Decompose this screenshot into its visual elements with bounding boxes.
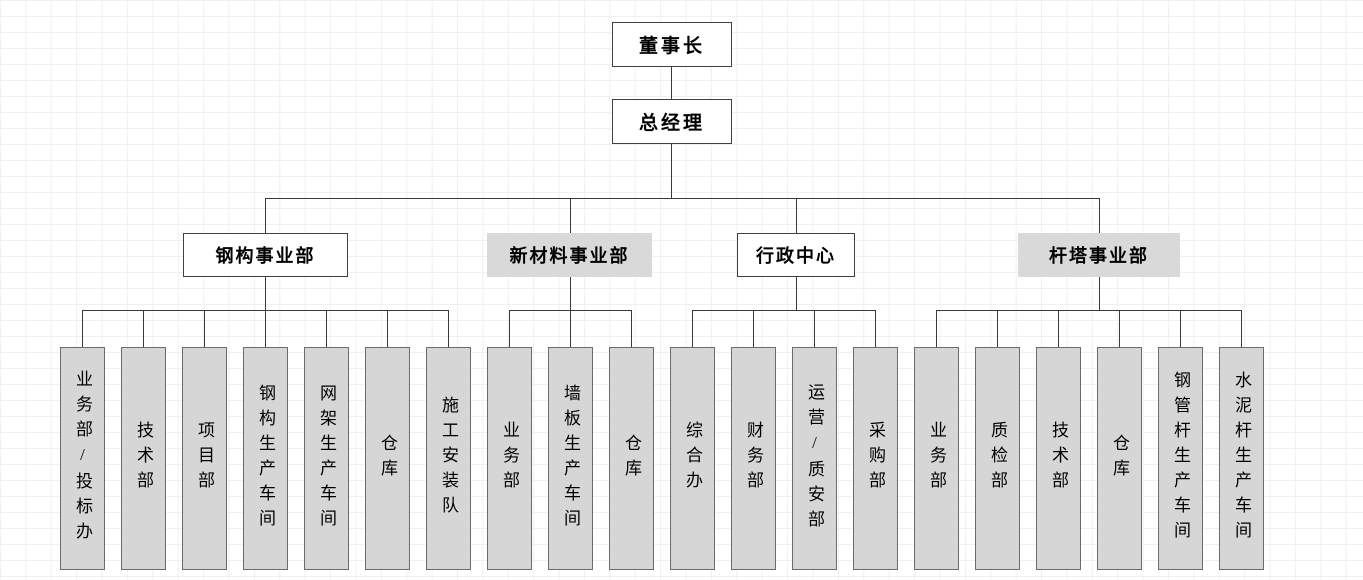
org-leaf-node: 财务部 <box>731 347 776 570</box>
org-leaf-node: 运营/质安部 <box>792 347 837 570</box>
division-label: 行政中心 <box>756 246 836 266</box>
node-chairman-label: 董事长 <box>638 36 705 57</box>
leaf-label: 业务部 <box>500 421 519 496</box>
org-leaf-node: 钢构生产车间 <box>243 347 288 570</box>
node-division-admin-center: 行政中心 <box>737 233 855 277</box>
connector-drop-leaf <box>570 310 571 347</box>
org-leaf-node: 仓库 <box>1097 347 1142 570</box>
org-leaf-node: 质检部 <box>975 347 1020 570</box>
connector-drop-leaf <box>509 310 510 347</box>
connector-drop-division-3 <box>796 198 797 233</box>
leaf-label: 运营/质安部 <box>805 382 824 535</box>
org-leaf-node: 水泥杆生产车间 <box>1219 347 1264 570</box>
connector-drop-leaf <box>1180 310 1181 347</box>
node-general-manager-label: 总经理 <box>638 113 705 134</box>
leaf-label: 质检部 <box>988 421 1007 496</box>
connector-chairman-gm <box>671 67 672 99</box>
division-label: 钢构事业部 <box>215 246 316 266</box>
connector-drop-leaf <box>1241 310 1242 347</box>
leaf-label: 墙板生产车间 <box>561 383 580 534</box>
leaf-label: 业务部/投标办 <box>73 370 92 547</box>
leaf-label: 网架生产车间 <box>317 383 336 534</box>
connector-drop-division-1 <box>265 198 266 233</box>
leaf-label: 综合办 <box>683 421 702 496</box>
division-label: 新材料事业部 <box>509 246 630 266</box>
leaf-label: 钢管杆生产车间 <box>1171 371 1190 546</box>
org-leaf-node: 采购部 <box>853 347 898 570</box>
org-leaf-node: 综合办 <box>670 347 715 570</box>
connector-drop-leaf <box>692 310 693 347</box>
leaf-label: 水泥杆生产车间 <box>1232 371 1251 546</box>
leaf-label: 钢构生产车间 <box>256 383 275 534</box>
connector-drop-leaf <box>204 310 205 347</box>
leaf-label: 采购部 <box>866 421 885 496</box>
node-division-new-materials: 新材料事业部 <box>487 233 652 277</box>
connector-drop-division-2 <box>570 198 571 233</box>
connector-drop-leaf <box>326 310 327 347</box>
leaf-label: 财务部 <box>744 421 763 496</box>
connector-top-bus <box>265 198 1100 199</box>
org-leaf-node: 施工安装队 <box>426 347 471 570</box>
connector-division-4-stem <box>1099 277 1100 310</box>
connector-division-2-stem <box>570 277 571 310</box>
division-label: 杆塔事业部 <box>1049 246 1149 266</box>
org-leaf-node: 仓库 <box>609 347 654 570</box>
connector-drop-leaf <box>814 310 815 347</box>
org-leaf-node: 项目部 <box>182 347 227 570</box>
org-leaf-node: 墙板生产车间 <box>548 347 593 570</box>
connector-group-3-bus <box>692 310 876 311</box>
leaf-label: 仓库 <box>622 433 641 484</box>
connector-gm-bus <box>671 144 672 198</box>
connector-drop-leaf <box>448 310 449 347</box>
leaf-label: 技术部 <box>1049 421 1068 496</box>
leaf-label: 技术部 <box>134 421 153 496</box>
connector-drop-leaf <box>631 310 632 347</box>
connector-group-4-bus <box>936 310 1242 311</box>
node-division-pole-tower: 杆塔事业部 <box>1018 233 1180 277</box>
connector-division-1-stem <box>265 277 266 310</box>
org-leaf-node: 网架生产车间 <box>304 347 349 570</box>
org-leaf-node: 技术部 <box>121 347 166 570</box>
connector-drop-leaf <box>875 310 876 347</box>
connector-drop-leaf <box>143 310 144 347</box>
connector-drop-leaf <box>1119 310 1120 347</box>
node-chairman: 董事长 <box>612 22 732 67</box>
org-leaf-node: 业务部 <box>487 347 532 570</box>
connector-drop-leaf <box>82 310 83 347</box>
connector-division-3-stem <box>796 277 797 310</box>
connector-drop-leaf <box>997 310 998 347</box>
org-leaf-node: 钢管杆生产车间 <box>1158 347 1203 570</box>
connector-drop-leaf <box>1058 310 1059 347</box>
leaf-label: 仓库 <box>378 433 397 484</box>
connector-drop-leaf <box>936 310 937 347</box>
org-leaf-node: 技术部 <box>1036 347 1081 570</box>
leaf-label: 项目部 <box>195 421 214 496</box>
org-leaf-node: 仓库 <box>365 347 410 570</box>
node-general-manager: 总经理 <box>612 99 732 144</box>
connector-drop-division-4 <box>1099 198 1100 233</box>
connector-drop-leaf <box>387 310 388 347</box>
org-leaf-node: 业务部 <box>914 347 959 570</box>
org-leaf-node: 业务部/投标办 <box>60 347 105 570</box>
node-division-steel-structure: 钢构事业部 <box>183 233 348 277</box>
connector-drop-leaf <box>753 310 754 347</box>
leaf-label: 仓库 <box>1110 433 1129 484</box>
connector-drop-leaf <box>265 310 266 347</box>
leaf-label: 业务部 <box>927 421 946 496</box>
leaf-label: 施工安装队 <box>439 396 458 521</box>
